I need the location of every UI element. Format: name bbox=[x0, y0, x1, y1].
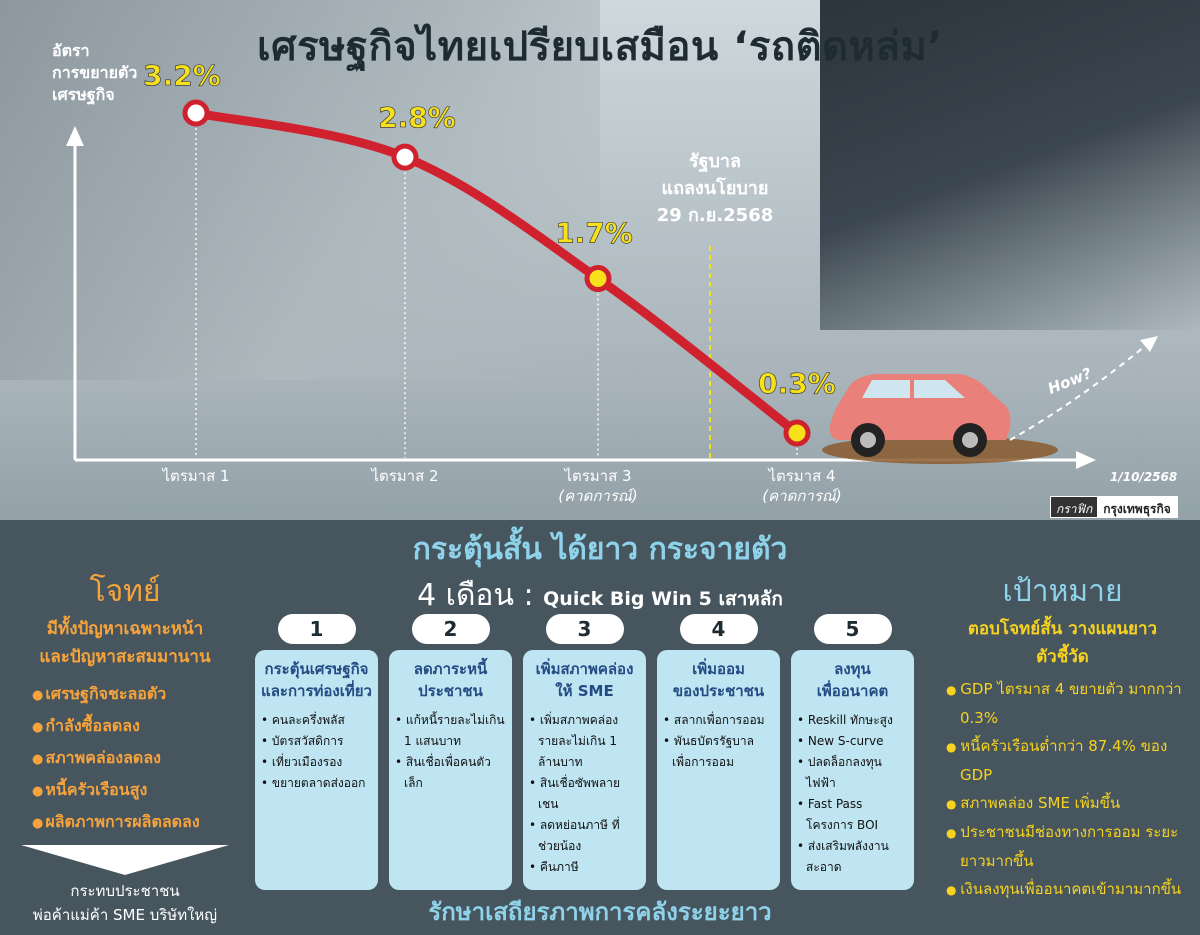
list-item: New S-curve bbox=[797, 731, 908, 752]
list-item: ผลิตภาพการผลิตลดลง bbox=[32, 807, 240, 839]
pillar-3: 3 เพิ่มสภาพคล่อง ให้ SME เพิ่มสภาพคล่อง … bbox=[523, 614, 646, 890]
list-item: Fast Pass โครงการ BOI bbox=[797, 794, 908, 836]
down-triangle-icon bbox=[21, 845, 229, 875]
list-item: เที่ยวเมืองรอง bbox=[261, 752, 372, 773]
background-stock-board bbox=[820, 0, 1200, 330]
pillar-number: 4 bbox=[679, 614, 758, 644]
list-item: เงินลงทุนเพื่ออนาคตเข้ามามากขึ้น bbox=[946, 875, 1195, 904]
list-item: คืนภาษี bbox=[529, 857, 640, 878]
list-item: หนี้ครัวเรือนสูง bbox=[32, 775, 240, 807]
list-item: สินเชื่อเพื่อคนตัวเล็ก bbox=[395, 752, 506, 794]
data-point-2 bbox=[391, 143, 419, 171]
list-item: คนละครึ่งพลัส bbox=[261, 710, 372, 731]
data-label-1: 3.2% bbox=[143, 59, 221, 92]
goal-heading: เป้าหมาย bbox=[1002, 574, 1123, 609]
pillar-title: ลดภาระหนี้ ประชาชน bbox=[413, 660, 488, 700]
y-axis-arrow-icon bbox=[66, 126, 84, 146]
list-item: พันธบัตรรัฐบาล เพื่อการออม bbox=[663, 731, 774, 773]
list-item: ส่งเสริมพลังงาน สะอาด bbox=[797, 836, 908, 878]
list-item: ปลดล็อกลงทุน ไฟฟ้า bbox=[797, 752, 908, 794]
list-item: สินเชื่อซัพพลายเชน bbox=[529, 773, 640, 815]
series-line bbox=[191, 108, 802, 438]
problem-column: โจทย์ มีทั้งปัญหาเฉพาะหน้า และปัญหาสะสมม… bbox=[10, 568, 240, 927]
list-item: ขยายตลาดส่งออก bbox=[261, 773, 372, 794]
pillar-1: 1 กระตุ้นเศรษฐกิจ และการท่องเที่ยว คนละค… bbox=[255, 614, 378, 890]
list-item: สลากเพื่อการออม bbox=[663, 710, 774, 731]
x-tick-3: ไตรมาส 3 (คาดการณ์) bbox=[533, 466, 663, 506]
list-item: เพิ่มสภาพคล่อง รายละไม่เกิน 1 ล้านบาท bbox=[529, 710, 640, 773]
x-tick-label: ไตรมาส 2 bbox=[371, 467, 439, 485]
list-item: ลดหย่อนภาษี ที่ช่วยน้อง bbox=[529, 815, 640, 857]
x-tick-note: (คาดการณ์) bbox=[762, 487, 842, 505]
list-item: Reskill ทักษะสูง bbox=[797, 710, 908, 731]
x-tick-label: ไตรมาส 4 bbox=[768, 467, 836, 485]
pillar-number: 2 bbox=[411, 614, 490, 644]
data-label-2: 2.8% bbox=[378, 101, 456, 134]
how-arrow bbox=[1009, 341, 1151, 441]
main-title: เศรษฐกิจไทยเปรียบเสมือน ‘รถติดหล่ม’ bbox=[257, 24, 943, 70]
list-item: กำลังซื้อลดลง bbox=[32, 711, 240, 743]
pillar-title: กระตุ้นเศรษฐกิจ และการท่องเที่ยว bbox=[261, 660, 372, 700]
pillar-number: 3 bbox=[545, 614, 624, 644]
period-months: 4 เดือน bbox=[417, 578, 514, 613]
data-point-4 bbox=[783, 419, 811, 447]
pillar-title: เพิ่มสภาพคล่อง ให้ SME bbox=[535, 660, 634, 700]
list-item: บัตรสวัสดิการ bbox=[261, 731, 372, 752]
pillar-card: ลงทุน เพื่ออนาคต Reskill ทักษะสูง New S-… bbox=[791, 650, 914, 890]
period-line: 4 เดือน : Quick Big Win 5 เสาหลัก bbox=[0, 572, 1200, 619]
goal-column: เป้าหมาย ตอบโจทย์สั้น วางแผนยาว ตัวชี้วั… bbox=[930, 568, 1195, 904]
car-icon bbox=[822, 374, 1058, 464]
problem-desc: มีทั้งปัญหาเฉพาะหน้า และปัญหาสะสมมานาน bbox=[39, 619, 211, 667]
policy-section: กระตุ้นสั้น ได้ยาว กระจายตัว 4 เดือน : Q… bbox=[0, 520, 1200, 935]
x-tick-2: ไตรมาส 2 bbox=[340, 466, 470, 486]
goal-list: GDP ไตรมาส 4 ขยายตัว มากกว่า 0.3% หนี้คร… bbox=[946, 675, 1195, 904]
chart-panel: เศรษฐกิจไทยเปรียบเสมือน ‘รถติดหล่ม’ อัตร… bbox=[0, 0, 1200, 520]
policy-annotation: รัฐบาล แถลงนโยบาย 29 ก.ย.2568 bbox=[656, 151, 774, 226]
pillar-title: เพิ่มออม ของประชาชน bbox=[672, 660, 765, 700]
x-tick-4: ไตรมาส 4 (คาดการณ์) bbox=[737, 466, 867, 506]
pillar-card: ลดภาระหนี้ ประชาชน แก้หนี้รายละไม่เกิน 1… bbox=[389, 650, 512, 890]
x-tick-note: (คาดการณ์) bbox=[558, 487, 638, 505]
period-label: Quick Big Win 5 เสาหลัก bbox=[543, 588, 783, 610]
date-label: 1/10/2568 bbox=[1110, 470, 1178, 484]
data-label-4: 0.3% bbox=[758, 367, 836, 400]
pillar-number: 1 bbox=[277, 614, 356, 644]
footer-title: รักษาเสถียรภาพการคลังระยะยาว bbox=[428, 898, 772, 926]
line-chart: 3.2% 2.8% 1.7% 0.3% bbox=[66, 59, 1158, 469]
pillar-number: 5 bbox=[813, 614, 892, 644]
list-item: เศรษฐกิจชะลอตัว bbox=[32, 679, 240, 711]
list-item: ประชาชนมีช่องทางการออม ระยะยาวมากขึ้น bbox=[946, 818, 1195, 875]
y-axis-label: อัตรา การขยายตัว เศรษฐกิจ bbox=[52, 41, 138, 104]
credit-source: กรุงเทพธุรกิจ bbox=[1097, 497, 1177, 517]
goal-desc: ตอบโจทย์สั้น วางแผนยาว ตัวชี้วัด bbox=[967, 619, 1158, 667]
credit-badge: กราฟิก กรุงเทพธุรกิจ bbox=[1050, 496, 1178, 518]
section-title: กระตุ้นสั้น ได้ยาว กระจายตัว bbox=[412, 532, 788, 567]
pillar-2: 2 ลดภาระหนี้ ประชาชน แก้หนี้รายละไม่เกิน… bbox=[389, 614, 512, 890]
pillar-card: เพิ่มออม ของประชาชน สลากเพื่อการออม พันธ… bbox=[657, 650, 780, 890]
x-tick-label: ไตรมาส 1 bbox=[162, 467, 230, 485]
credit-label: กราฟิก bbox=[1051, 497, 1098, 517]
period-sep: : bbox=[513, 578, 544, 613]
pillar-title: ลงทุน เพื่ออนาคต bbox=[816, 660, 889, 700]
pillar-4: 4 เพิ่มออม ของประชาชน สลากเพื่อการออม พั… bbox=[657, 614, 780, 890]
list-item: สภาพคล่องลดลง bbox=[32, 743, 240, 775]
background-newspaper bbox=[0, 0, 600, 380]
pillar-5: 5 ลงทุน เพื่ออนาคต Reskill ทักษะสูง New … bbox=[791, 614, 914, 890]
list-item: GDP ไตรมาส 4 ขยายตัว มากกว่า 0.3% bbox=[946, 675, 1195, 732]
pillar-card: เพิ่มสภาพคล่อง ให้ SME เพิ่มสภาพคล่อง รา… bbox=[523, 650, 646, 890]
problem-list: เศรษฐกิจชะลอตัว กำลังซื้อลดลง สภาพคล่องล… bbox=[32, 679, 240, 839]
x-tick-1: ไตรมาส 1 bbox=[131, 466, 261, 486]
data-point-3 bbox=[584, 265, 612, 293]
list-item: แก้หนี้รายละไม่เกิน 1 แสนบาท bbox=[395, 710, 506, 752]
problem-heading: โจทย์ bbox=[89, 574, 161, 609]
data-point-1 bbox=[182, 99, 210, 127]
x-tick-label: ไตรมาส 3 bbox=[564, 467, 632, 485]
how-arrow-head-icon bbox=[1140, 336, 1158, 352]
data-label-3: 1.7% bbox=[555, 217, 633, 250]
x-axis-arrow-icon bbox=[1076, 451, 1096, 469]
pillar-card: กระตุ้นเศรษฐกิจ และการท่องเที่ยว คนละครึ… bbox=[255, 650, 378, 890]
list-item: หนี้ครัวเรือนต่ำกว่า 87.4% ของ GDP bbox=[946, 732, 1195, 789]
impact-text: กระทบประชาชน พ่อค้าแม่ค้า SME บริษัทใหญ่ bbox=[32, 882, 218, 924]
list-item: สภาพคล่อง SME เพิ่มขึ้น bbox=[946, 789, 1195, 818]
